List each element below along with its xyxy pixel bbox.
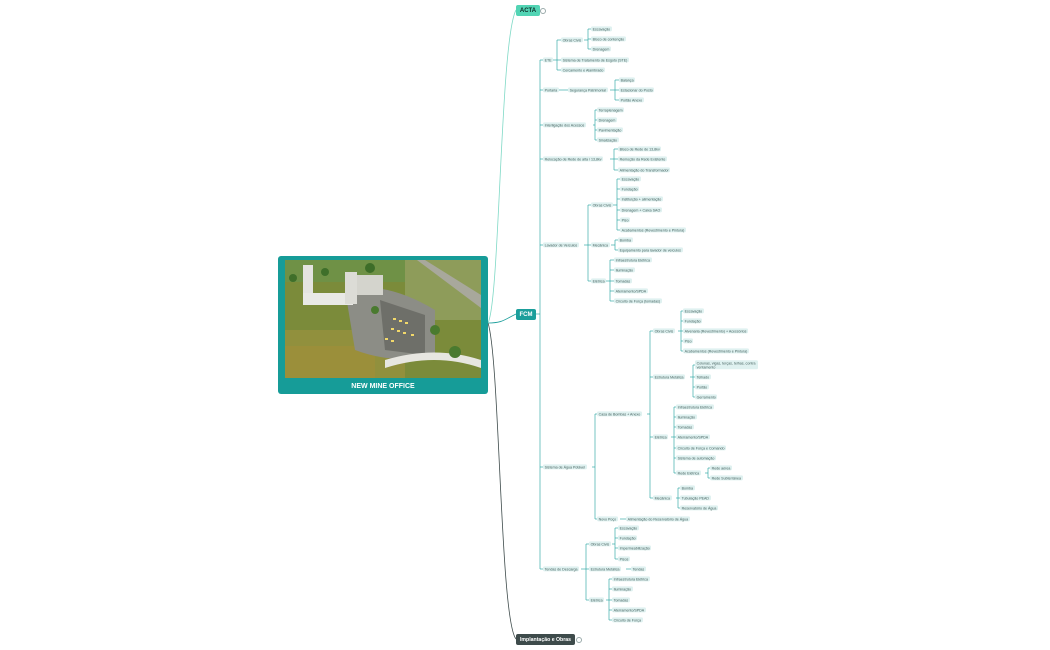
node-leaf[interactable]: Pavimentação <box>597 127 623 133</box>
node-leaf[interactable]: Pisos <box>618 556 630 562</box>
connector-line <box>487 9 517 324</box>
node-ete-obras[interactable]: Obras Civis <box>561 37 583 43</box>
node-leaf[interactable]: Terraplenagem <box>597 107 625 113</box>
topic-implantacao-obras[interactable]: Implantação e Obras <box>516 634 575 645</box>
node-leaf[interactable]: Alimentação do Reservatório de Água <box>626 516 690 522</box>
node-leaf[interactable]: Tomadas <box>612 597 630 603</box>
aerial-site-image <box>285 260 481 378</box>
node-leaf[interactable]: Piso <box>683 338 694 344</box>
node-leaf[interactable]: Impermeabilização <box>618 545 652 551</box>
node-leaf[interactable]: Gerramento <box>695 394 718 400</box>
card-title: NEW MINE OFFICE <box>351 383 415 390</box>
node-lavador[interactable]: Lavador de Veículos <box>543 242 579 248</box>
node-tendas[interactable]: Tendas de Descarga <box>543 566 580 572</box>
node-leaf[interactable]: Drenagem <box>591 46 611 52</box>
node-leaf[interactable]: Acabamentos (Revestimento e Pintura) <box>683 348 749 354</box>
node-leaf[interactable]: Balança <box>619 77 636 83</box>
node-leaf[interactable]: Portão Anexo <box>619 97 644 103</box>
node-leaf[interactable]: Escavação <box>618 525 639 531</box>
node-leaf[interactable]: Tendas <box>631 566 646 572</box>
node-lavador-obras[interactable]: Obras Civis <box>591 202 613 208</box>
node-leaf[interactable]: Iluminação <box>612 586 633 592</box>
node-leaf[interactable]: Fundação <box>683 318 703 324</box>
project-card[interactable]: NEW MINE OFFICE <box>278 256 488 394</box>
node-leaf[interactable]: Aterramento/SPDA <box>612 607 646 613</box>
node-leaf[interactable]: Equipamento para lavador de veículos <box>618 247 683 253</box>
node-leaf[interactable]: Drenagem + Caixa SAO <box>620 207 662 213</box>
node-tendas-eletrica[interactable]: Elétrica <box>589 597 605 603</box>
node-leaf[interactable]: Remoção da Rede Existente <box>618 156 667 162</box>
node-leaf[interactable]: Bomba <box>680 485 695 491</box>
node-casa-eletrica[interactable]: Elétrica <box>653 434 669 440</box>
node-leaf[interactable]: Escavação <box>620 176 641 182</box>
node-ete-ste[interactable]: Sistema de Tratamento de Esgoto (STE) <box>561 57 629 63</box>
node-leaf[interactable]: Portão <box>695 384 709 390</box>
node-casa-estrutura[interactable]: Estrutura Metálica <box>653 374 686 380</box>
node-tendas-obras[interactable]: Obras Civis <box>589 541 611 547</box>
node-tendas-estrutura[interactable]: Estrutura Metálica <box>589 566 622 572</box>
connector-line <box>487 313 517 324</box>
node-lavador-eletrica[interactable]: Elétrica <box>591 278 607 284</box>
node-rede-eletrica[interactable]: Rede Elétrica <box>676 470 701 476</box>
node-leaf[interactable]: Aterramento/SPDA <box>614 288 648 294</box>
node-leaf[interactable]: Rede Subterrânea <box>710 475 743 481</box>
node-leaf[interactable]: Telhado <box>695 374 711 380</box>
node-leaf[interactable]: Iluminação <box>676 414 697 420</box>
node-leaf[interactable]: Colunas, vigas, terças, telhas, contra v… <box>695 360 759 370</box>
node-leaf[interactable]: Piso <box>620 217 631 223</box>
node-leaf[interactable]: Reservatório de Água <box>680 505 718 511</box>
topic-acta[interactable]: ACTA <box>516 5 540 16</box>
node-seguranca[interactable]: Segurança Patrimonial <box>568 87 608 93</box>
expand-toggle-icon[interactable] <box>576 637 582 643</box>
node-leaf[interactable]: Sistema de automação <box>676 455 716 461</box>
node-leaf[interactable]: Escavação <box>683 308 704 314</box>
node-leaf[interactable]: Bloco de Rede de 13,8kv <box>618 146 662 152</box>
node-leaf[interactable]: Rede aérea <box>710 465 732 471</box>
node-leaf[interactable]: Drenagem <box>597 117 617 123</box>
node-leaf[interactable]: Bomba <box>618 237 633 243</box>
node-leaf[interactable]: Iluminação <box>614 267 635 273</box>
node-leaf[interactable]: Tomadas <box>676 424 694 430</box>
node-ete[interactable]: ETE <box>543 57 554 63</box>
node-leaf[interactable]: Escavação <box>591 26 612 32</box>
node-leaf[interactable]: Infraestrutura Elétrica <box>676 404 714 410</box>
node-leaf[interactable]: Circuito de Força e Comando <box>676 445 727 451</box>
node-leaf[interactable]: Infraestrutura Elétrica <box>612 576 650 582</box>
collapse-toggle-icon[interactable] <box>540 8 546 14</box>
node-leaf[interactable]: Tubulação PEAD <box>680 495 711 501</box>
node-leaf[interactable]: Acabamentos (Revestimento e Pintura) <box>620 227 686 233</box>
node-novo-poco[interactable]: Novo Poço <box>597 516 618 522</box>
node-interligacao[interactable]: Interligação dos Acessos <box>543 122 586 128</box>
node-leaf[interactable]: Fundação <box>618 535 638 541</box>
node-leaf[interactable]: Alvenaria (Revestimento) + Acessórios <box>683 328 749 334</box>
node-casa-bombas[interactable]: Casa de Bombas + Anexo <box>597 411 642 417</box>
topic-fcm[interactable]: FCM <box>516 309 536 320</box>
node-relocacao[interactable]: Relocação de Rede de alta / 13,8kv <box>543 156 604 162</box>
node-leaf[interactable]: Infraestrutura Elétrica <box>614 257 652 263</box>
node-portaria[interactable]: Portaria <box>543 87 559 93</box>
node-leaf[interactable]: Estacionar do Posto <box>619 87 655 93</box>
node-leaf[interactable]: Fundação <box>620 186 640 192</box>
node-leaf[interactable]: Aterramento/SPDA <box>676 434 710 440</box>
node-casa-obras[interactable]: Obras Civis <box>653 328 675 334</box>
connector-line <box>487 322 517 640</box>
node-leaf[interactable]: Bloco de contenção <box>591 36 626 42</box>
node-ete-cercamento[interactable]: Cercamento e Alambrado <box>561 67 605 73</box>
node-leaf[interactable]: Instituição + alimentação <box>620 196 663 202</box>
node-leaf[interactable]: Alimentação do Transformador <box>618 167 671 173</box>
node-leaf[interactable]: Tomadas <box>614 278 632 284</box>
node-casa-mecanica[interactable]: Mecânica <box>653 495 672 501</box>
node-lavador-mecanica[interactable]: Mecânica <box>591 242 610 248</box>
node-leaf[interactable]: Sinalização <box>597 137 619 143</box>
node-leaf[interactable]: Circuito de Força <box>612 617 643 623</box>
node-leaf[interactable]: Circuito de Força (tomadas) <box>614 298 662 304</box>
node-sistema-agua[interactable]: Sistema de Água Potável <box>543 464 587 470</box>
